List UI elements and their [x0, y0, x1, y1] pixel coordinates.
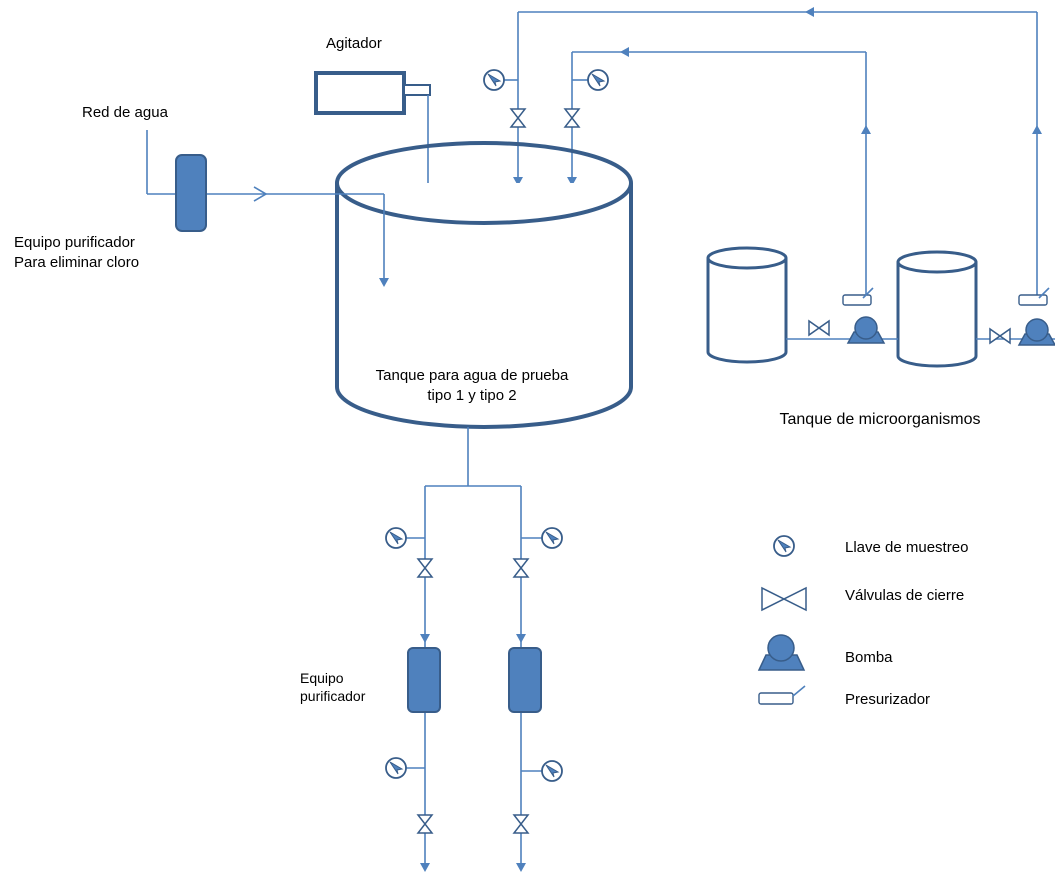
test-tank-label-line1: Tanque para agua de prueba	[376, 367, 569, 384]
shutoff-valve-icon	[417, 814, 433, 834]
arrow-right-icon	[253, 186, 268, 202]
sampling-valve-icon	[541, 760, 563, 782]
purifier-main	[175, 154, 207, 232]
shutoff-valve-icon	[761, 586, 807, 612]
arrow-left-icon	[805, 7, 814, 17]
microorganism-tank-left	[706, 246, 788, 364]
water-network-label: Red de agua	[82, 104, 169, 121]
shutoff-valve-icon	[510, 108, 526, 128]
legend-item-pressurizer: Presurizador	[758, 685, 930, 708]
purifier-lower-left	[407, 647, 441, 713]
purifier-main-label-line2: Para eliminar cloro	[14, 254, 139, 271]
shutoff-valve-icon	[513, 814, 529, 834]
legend-label: Presurizador	[845, 691, 930, 708]
shutoff-valve-icon	[417, 558, 433, 578]
arrow-down-icon	[420, 634, 430, 643]
purifier-main-label-line1: Equipo purificador	[14, 234, 135, 251]
sampling-valve-icon	[483, 69, 505, 91]
legend: Llave de muestreo Válvulas de cierre Bom…	[757, 535, 968, 708]
sampling-valve-icon	[773, 535, 795, 557]
pressurizer-icon	[1018, 287, 1050, 306]
shutoff-valve-icon	[808, 320, 830, 336]
shutoff-valve-icon	[513, 558, 529, 578]
legend-item-pump: Bomba	[757, 634, 893, 671]
water-inlet-line	[146, 130, 389, 287]
sampling-valve-icon	[541, 527, 563, 549]
pump-icon	[1018, 318, 1055, 346]
microorganism-tanks-label: Tanque de microorganismos	[780, 411, 981, 428]
pump-icon	[757, 654, 806, 671]
top-sampling-valve-left	[483, 69, 518, 91]
legend-label: Llave de muestreo	[845, 539, 968, 556]
legend-item-shutoff-valve: Válvulas de cierre	[761, 586, 964, 612]
sampling-valve-icon	[385, 757, 407, 779]
test-tank	[335, 141, 633, 429]
legend-item-sampling-valve: Llave de muestreo	[773, 535, 968, 557]
sampling-valve-icon	[587, 69, 609, 91]
sampling-valve-icon	[385, 527, 407, 549]
pump-icon	[847, 316, 885, 344]
legend-label: Bomba	[845, 649, 893, 666]
top-sampling-valve-right	[572, 69, 609, 91]
arrow-down-icon	[516, 634, 526, 643]
arrow-up-icon	[1032, 125, 1042, 134]
purifier-lower-label-line1: Equipo	[300, 670, 344, 686]
legend-label: Válvulas de cierre	[845, 587, 964, 604]
shutoff-valve-icon	[989, 328, 1011, 344]
return-line-outer	[513, 7, 1042, 300]
pressurizer-icon	[758, 692, 794, 705]
arrow-up-icon	[861, 125, 871, 134]
agitator-label: Agitador	[326, 35, 382, 52]
arrow-left-icon	[620, 47, 629, 57]
pressurizer-icon	[842, 287, 874, 306]
microorganism-tank-right	[896, 250, 978, 368]
shutoff-valve-icon	[564, 108, 580, 128]
purifier-lower-label-line2: purificador	[300, 688, 366, 704]
arrow-down-icon	[420, 863, 430, 872]
outlet-sampling-valves	[385, 527, 563, 782]
arrow-down-icon	[516, 863, 526, 872]
test-tank-label-line2: tipo 1 y tipo 2	[427, 387, 516, 404]
purifier-lower-right	[508, 647, 542, 713]
